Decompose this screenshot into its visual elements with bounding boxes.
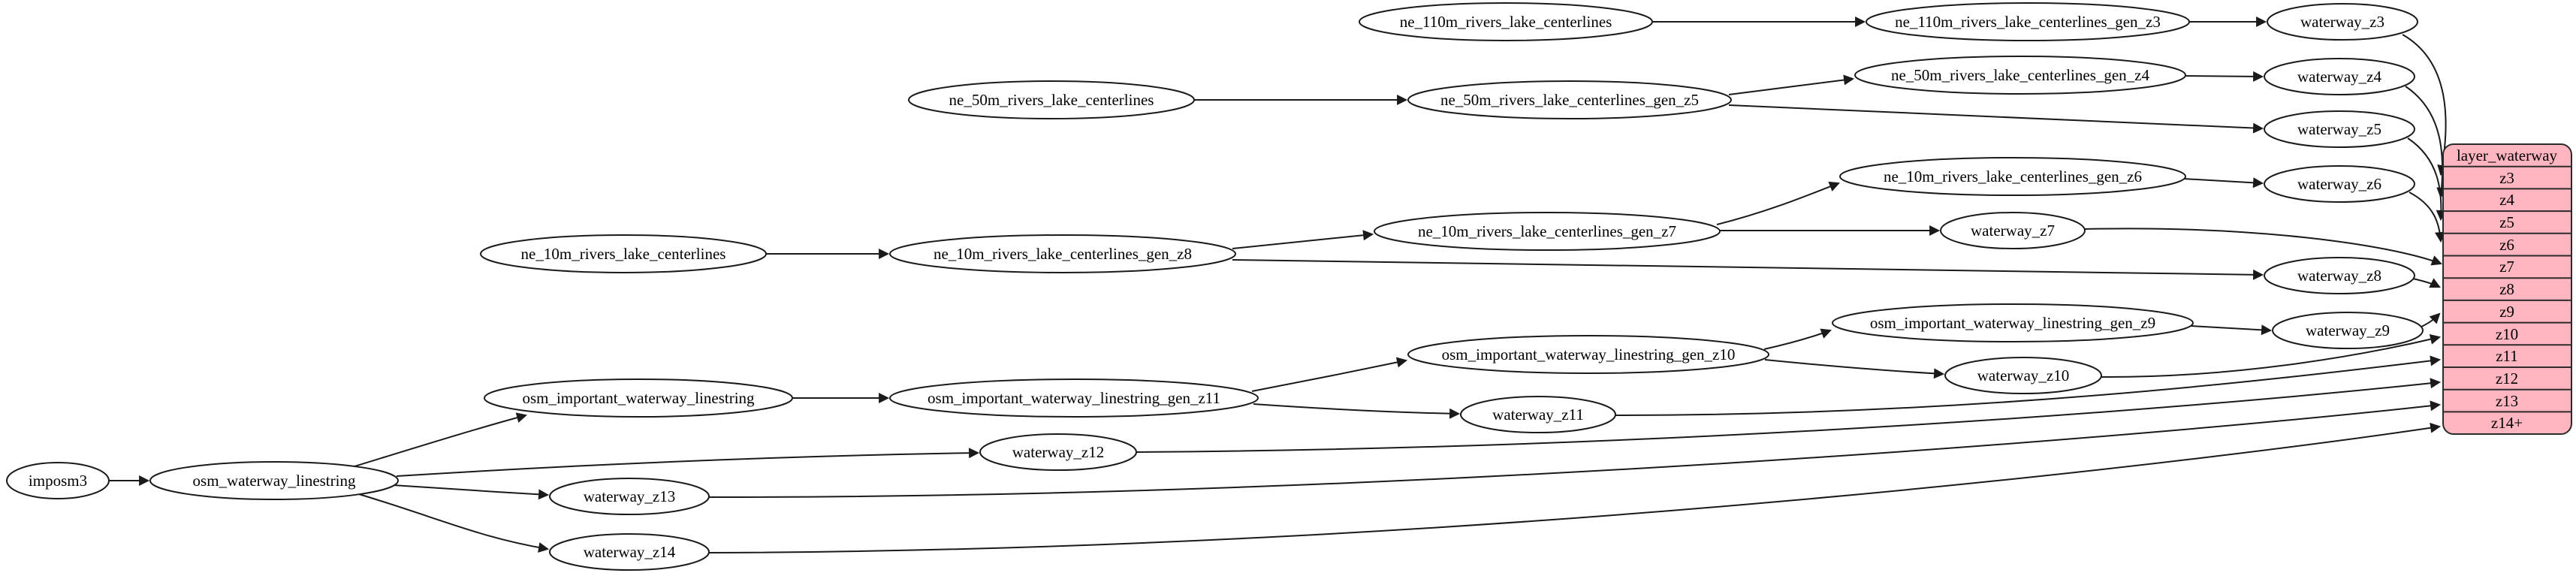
node-ne_10m_rivers_lake_centerlines_gen_z7: ne_10m_rivers_lake_centerlines_gen_z7	[1374, 212, 1721, 251]
table-row-z13: z13	[2496, 392, 2518, 410]
table-row-z7: z7	[2499, 258, 2514, 276]
node-waterway_z13: waterway_z13	[549, 478, 710, 515]
edge-waterway_z12-table-z12	[1135, 378, 2442, 453]
edge-osm_waterway_linestring-waterway_z12	[396, 448, 980, 477]
edge-gen_z10-gen_z9	[1763, 328, 1832, 350]
node-label: waterway_z7	[1971, 222, 2055, 240]
edge-gen_z4-waterway_z4	[2183, 71, 2264, 82]
table-row-z10: z10	[2496, 325, 2518, 343]
table-row-z8: z8	[2499, 280, 2514, 298]
node-osm_important_waterway_linestring_gen_z10: osm_important_waterway_linestring_gen_z1…	[1407, 335, 1769, 374]
edge-waterway_z8-table-z8	[2412, 278, 2441, 288]
node-label: waterway_z12	[1012, 443, 1104, 461]
edge-waterway_z7-table-z7	[2083, 228, 2442, 266]
node-label: ne_10m_rivers_lake_centerlines_gen_z6	[1884, 167, 2142, 185]
edge-osm_waterway_linestring-osm_important_waterway_linestring	[354, 412, 528, 467]
node-ne_50m_rivers_lake_centerlines_gen_z5: ne_50m_rivers_lake_centerlines_gen_z5	[1407, 80, 1732, 119]
table-row-z6: z6	[2499, 236, 2514, 254]
edge-waterway_z10-table-z10	[2100, 333, 2442, 378]
node-label: waterway_z8	[2297, 267, 2381, 285]
node-ne_10m_rivers_lake_centerlines_gen_z6: ne_10m_rivers_lake_centerlines_gen_z6	[1839, 157, 2186, 196]
table-row-z3: z3	[2499, 169, 2514, 187]
edge-waterway_z13-table-z13	[707, 400, 2442, 499]
node-label: ne_10m_rivers_lake_centerlines	[521, 245, 726, 263]
node-label: ne_50m_rivers_lake_centerlines_gen_z5	[1440, 91, 1699, 109]
node-label: ne_110m_rivers_lake_centerlines	[1400, 13, 1612, 31]
table-row-z4: z4	[2499, 191, 2514, 209]
node-label: waterway_z6	[2297, 175, 2381, 193]
node-waterway_z4: waterway_z4	[2264, 58, 2415, 95]
node-waterway_z8: waterway_z8	[2264, 257, 2415, 294]
edge-gen_z5-gen_z4	[1728, 74, 1855, 95]
node-label: osm_important_waterway_linestring_gen_z1…	[1442, 345, 1736, 363]
edge-gen_z10-waterway_z10	[1764, 359, 1945, 379]
node-label: waterway_z10	[1977, 366, 2069, 385]
node-label: ne_110m_rivers_lake_centerlines_gen_z3	[1895, 13, 2161, 31]
node-waterway_z5: waterway_z5	[2264, 110, 2415, 148]
node-ne_50m_rivers_lake_centerlines_gen_z4: ne_50m_rivers_lake_centerlines_gen_z4	[1854, 56, 2186, 95]
node-label: ne_50m_rivers_lake_centerlines	[949, 91, 1154, 109]
node-waterway_z10: waterway_z10	[1944, 357, 2102, 394]
node-ne_50m_rivers_lake_centerlines: ne_50m_rivers_lake_centerlines	[908, 80, 1195, 119]
node-label: waterway_z4	[2297, 68, 2381, 86]
edge-waterway_z14-table-z14plus	[707, 422, 2442, 553]
edge-gen_z7-gen_z6	[1716, 181, 1840, 225]
layer-waterway-table-frame	[2442, 143, 2572, 435]
edge-gen_z9-waterway_z9	[2190, 324, 2273, 336]
nodes: imposm3 osm_waterway_linestring osm_impo…	[6, 2, 2424, 571]
table-row-z11: z11	[2496, 347, 2518, 365]
node-label: osm_waterway_linestring	[193, 472, 356, 490]
node-label: waterway_z9	[2306, 321, 2390, 339]
edge-osm_waterway_linestring-waterway_z13	[392, 484, 550, 500]
edge-gen_z8-gen_z7	[1232, 230, 1374, 249]
table-row-z12: z12	[2496, 369, 2518, 388]
table-row-z5: z5	[2499, 213, 2514, 231]
table-row-z14plus: z14+	[2491, 414, 2523, 432]
edge-waterway_z4-table-z4	[2405, 86, 2448, 199]
node-waterway_z9: waterway_z9	[2272, 312, 2424, 349]
node-waterway_z6: waterway_z6	[2264, 165, 2415, 203]
table-row-z9: z9	[2499, 303, 2514, 321]
node-ne_110m_rivers_lake_centerlines_gen_z3: ne_110m_rivers_lake_centerlines_gen_z3	[1866, 2, 2190, 41]
node-label: ne_10m_rivers_lake_centerlines_gen_z8	[934, 245, 1192, 263]
node-osm_important_waterway_linestring_gen_z9: osm_important_waterway_linestring_gen_z9	[1832, 303, 2194, 342]
node-label: osm_important_waterway_linestring_gen_z9	[1870, 314, 2155, 332]
node-label: waterway_z3	[2300, 13, 2384, 31]
edge-waterway_z6-table-z6	[2409, 192, 2445, 243]
node-label: waterway_z13	[584, 487, 675, 505]
node-label: ne_50m_rivers_lake_centerlines_gen_z4	[1891, 66, 2150, 84]
layer-waterway-table: layer_waterway z3 z4 z5 z6 z7 z8 z9 z10 …	[2442, 143, 2572, 435]
table-title: layer_waterway	[2457, 146, 2558, 164]
node-waterway_z14: waterway_z14	[549, 533, 710, 571]
edge-gen_z11-waterway_z11	[1253, 403, 1461, 419]
node-ne_110m_rivers_lake_centerlines: ne_110m_rivers_lake_centerlines	[1359, 2, 1653, 41]
edge-waterway_z11-table-z11	[1614, 355, 2442, 416]
edge-gen_z6-waterway_z6	[2182, 177, 2264, 188]
node-osm_important_waterway_linestring: osm_important_waterway_linestring	[484, 378, 793, 418]
node-label: ne_10m_rivers_lake_centerlines_gen_z7	[1418, 222, 1676, 240]
edge-waterway_z5-table-z5	[2407, 137, 2447, 222]
edges	[109, 17, 2448, 553]
node-label: waterway_z5	[2297, 120, 2381, 138]
edge-gen_z8-waterway_z8	[1232, 259, 2264, 280]
node-waterway_z12: waterway_z12	[979, 433, 1137, 471]
node-waterway_z3: waterway_z3	[2267, 3, 2418, 41]
node-label: osm_important_waterway_linestring	[522, 389, 755, 407]
node-ne_10m_rivers_lake_centerlines: ne_10m_rivers_lake_centerlines	[480, 234, 767, 273]
node-osm_important_waterway_linestring_gen_z11: osm_important_waterway_linestring_gen_z1…	[889, 378, 1259, 418]
node-label: osm_important_waterway_linestring_gen_z1…	[928, 389, 1220, 407]
edge-gen_z5-waterway_z5	[1728, 104, 2264, 134]
node-label: waterway_z14	[584, 543, 676, 561]
edge-osm_waterway_linestring-waterway_z14	[358, 493, 550, 553]
node-imposm3: imposm3	[6, 462, 110, 499]
node-osm_waterway_linestring: osm_waterway_linestring	[149, 461, 399, 500]
node-ne_10m_rivers_lake_centerlines_gen_z8: ne_10m_rivers_lake_centerlines_gen_z8	[889, 234, 1236, 273]
node-label: imposm3	[29, 472, 87, 490]
edge-gen_z11-gen_z10	[1251, 357, 1408, 392]
node-waterway_z11: waterway_z11	[1460, 396, 1616, 433]
node-label: waterway_z11	[1492, 406, 1584, 424]
node-waterway_z7: waterway_z7	[1940, 212, 2086, 249]
edge-waterway_z9-table-z9	[2421, 312, 2441, 327]
